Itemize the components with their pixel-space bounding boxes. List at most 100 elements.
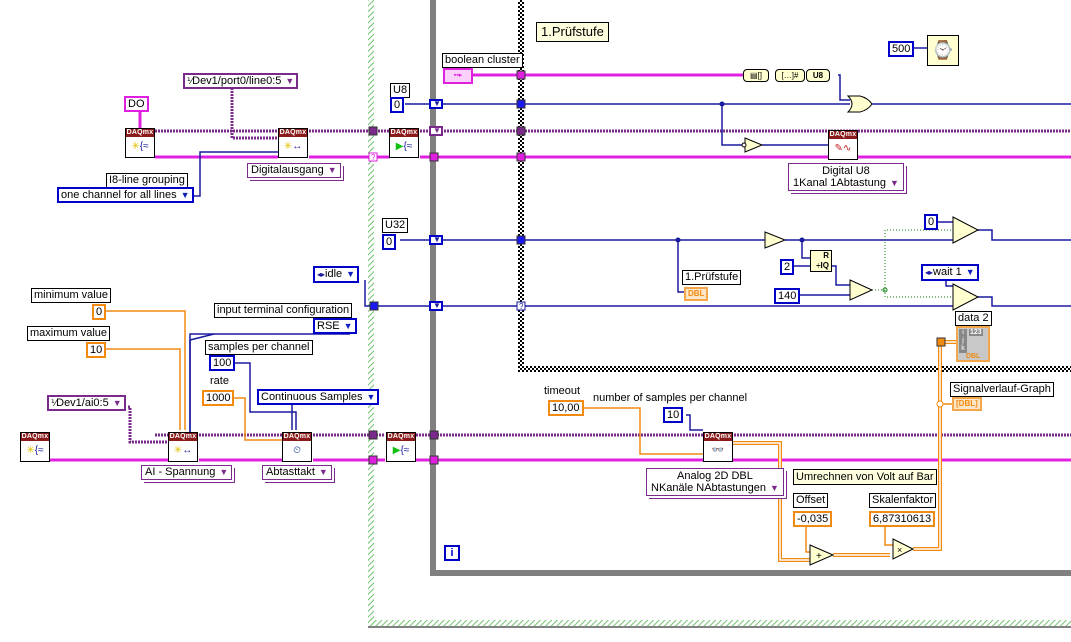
daqmx-timing-analog[interactable]: DAQmx⏲: [282, 432, 312, 462]
write-pencil-icon: ✎∿: [834, 143, 852, 154]
wait-ms-constant[interactable]: 500: [888, 41, 915, 57]
start-icon: ▶{≈: [395, 141, 413, 152]
physical-channel-analog[interactable]: ⅟Dev1/ai0:5▼: [47, 395, 126, 411]
shift-register-state: ▼: [429, 301, 443, 311]
u8-constant[interactable]: 0: [390, 97, 405, 113]
daqmx-read-analog[interactable]: DAQmx👓: [703, 432, 733, 462]
dropdown-arrow-icon: ▼: [343, 321, 353, 331]
timeout-constant[interactable]: 10,00: [548, 400, 584, 416]
svg-text:?: ?: [371, 153, 376, 162]
line-grouping-ring[interactable]: one channel for all lines▼: [57, 187, 194, 203]
daqmx-create-task-digital[interactable]: DAQmx✳{≈: [125, 128, 155, 158]
threshold-constant[interactable]: 140: [774, 288, 801, 304]
terminal-config-label: input terminal configuration: [214, 303, 353, 318]
max-value-constant[interactable]: 10: [86, 342, 107, 358]
terminal-config-ring[interactable]: RSE▼: [313, 318, 357, 334]
min-value-constant[interactable]: 0: [92, 304, 107, 320]
divisor-constant[interactable]: 2: [780, 259, 795, 275]
create-channel-analog-selector[interactable]: AI - Spannung▼: [141, 465, 233, 480]
dropdown-arrow-icon: ▼: [318, 467, 328, 477]
scale-label: Skalenfaktor: [869, 493, 937, 508]
svg-text:?: ?: [519, 302, 524, 311]
samples-per-channel-constant[interactable]: 100: [209, 355, 236, 371]
dropdown-arrow-icon: ▼: [327, 165, 337, 175]
data2-label: data 2: [955, 311, 992, 326]
u8-label: U8: [390, 83, 411, 98]
boolean-cluster-control[interactable]: ▪▪▸: [443, 68, 473, 84]
wait-ms-function: ⌚: [927, 35, 959, 66]
u32-constant[interactable]: 0: [382, 234, 397, 250]
dropdown-arrow-icon: ▼: [366, 392, 376, 402]
dropdown-arrow-icon: ▼: [965, 267, 975, 277]
start-icon: ▶{≈: [392, 445, 410, 456]
channel-type-constant[interactable]: DO: [124, 96, 149, 112]
dropdown-arrow-icon: ▼: [889, 178, 899, 188]
select-primitive-2: [952, 283, 980, 311]
read-samples-label: number of samples per channel: [593, 392, 748, 404]
boolean-cluster-label: boolean cluster: [442, 53, 523, 68]
graph-label: Signalverlauf-Graph: [950, 382, 1054, 397]
dropdown-arrow-icon: ▼: [769, 483, 779, 493]
min-value-label: minimum value: [31, 288, 111, 303]
u32-label: U32: [382, 218, 409, 233]
dropdown-arrow-icon: ▼: [285, 76, 295, 86]
cluster-to-array-node: ▤[]: [743, 69, 769, 82]
offset-constant[interactable]: -0,035: [793, 511, 833, 527]
pruefstufe-indicator-label: 1.Prüfstufe: [682, 270, 742, 285]
scale-constant[interactable]: 6,87310613: [869, 511, 936, 527]
physical-channel-digital[interactable]: ⅟Dev1/port0/line0:5▼: [183, 73, 299, 89]
dropdown-arrow-icon: ▼: [346, 269, 356, 279]
max-value-label: maximum value: [27, 326, 111, 341]
channel-icon: ✳↔: [283, 141, 303, 152]
daqmx-write-digital[interactable]: DAQmx✎∿: [828, 130, 858, 160]
channel-icon: ✳↔: [173, 445, 193, 456]
task-icon: ✳{≈: [26, 445, 44, 456]
to-u8-node: U8: [806, 69, 830, 82]
dropdown-arrow-icon: ▼: [219, 467, 229, 477]
timing-analog-selector[interactable]: Abtasttakt▼: [262, 465, 332, 480]
create-channel-digital-selector[interactable]: Digitalausgang▼: [247, 163, 341, 178]
clock-icon: ⏲: [293, 445, 301, 456]
greater-equal-primitive: [849, 279, 874, 301]
state-enum-idle[interactable]: ◂▸idle▼: [313, 266, 360, 283]
read-samples-constant[interactable]: 10: [663, 407, 684, 423]
daqmx-start-task-digital[interactable]: DAQmx▶{≈: [389, 128, 419, 158]
samples-per-channel-label: samples per channel: [205, 340, 313, 355]
pruefstufe-indicator: DBL: [684, 287, 709, 301]
rate-label: rate: [210, 375, 229, 387]
case-structure-bottom: [518, 366, 1071, 372]
or-primitive: [846, 95, 873, 113]
multiply-primitive: ×: [892, 538, 915, 560]
shift-register-refnum: ▼: [429, 126, 443, 136]
daqmx-create-channel-digital[interactable]: DAQmx✳↔: [278, 128, 308, 158]
dropdown-arrow-icon: ▼: [180, 190, 190, 200]
case-structure-left: [518, 0, 524, 372]
zero-constant[interactable]: 0: [924, 214, 939, 230]
watch-icon: ⌚: [931, 40, 955, 60]
timeout-label: timeout: [544, 385, 581, 397]
state-enum-wait[interactable]: ◂▸wait 1▼: [921, 264, 979, 281]
increment-primitive: [764, 231, 787, 249]
while-loop-left: [430, 0, 436, 576]
conversion-comment: Umrechnen von Volt auf Bar: [793, 469, 937, 485]
sample-mode-ring[interactable]: Continuous Samples▼: [257, 389, 380, 405]
daqmx-start-task-analog[interactable]: DAQmx▶{≈: [386, 432, 416, 462]
physical-channel-digital-value: Dev1/port0/line0:5: [192, 75, 282, 87]
rate-constant[interactable]: 1000: [202, 390, 235, 406]
daqmx-create-task-analog[interactable]: DAQmx✳{≈: [20, 432, 50, 462]
add-primitive: +: [809, 544, 835, 566]
line-grouping-label: I8-line grouping: [106, 173, 188, 188]
svg-text:×: ×: [897, 545, 902, 555]
daqmx-create-channel-analog[interactable]: DAQmx✳↔: [168, 432, 198, 462]
while-loop-bottom: [430, 570, 1071, 576]
waveform-graph-terminal: [DBL]: [952, 397, 982, 411]
sequence-frame-bottom: [368, 620, 1071, 626]
case-label-comment: 1.Prüfstufe: [536, 22, 609, 42]
not-primitive: [741, 137, 764, 153]
select-primitive-1: [952, 216, 980, 244]
iteration-terminal: i: [444, 545, 460, 561]
